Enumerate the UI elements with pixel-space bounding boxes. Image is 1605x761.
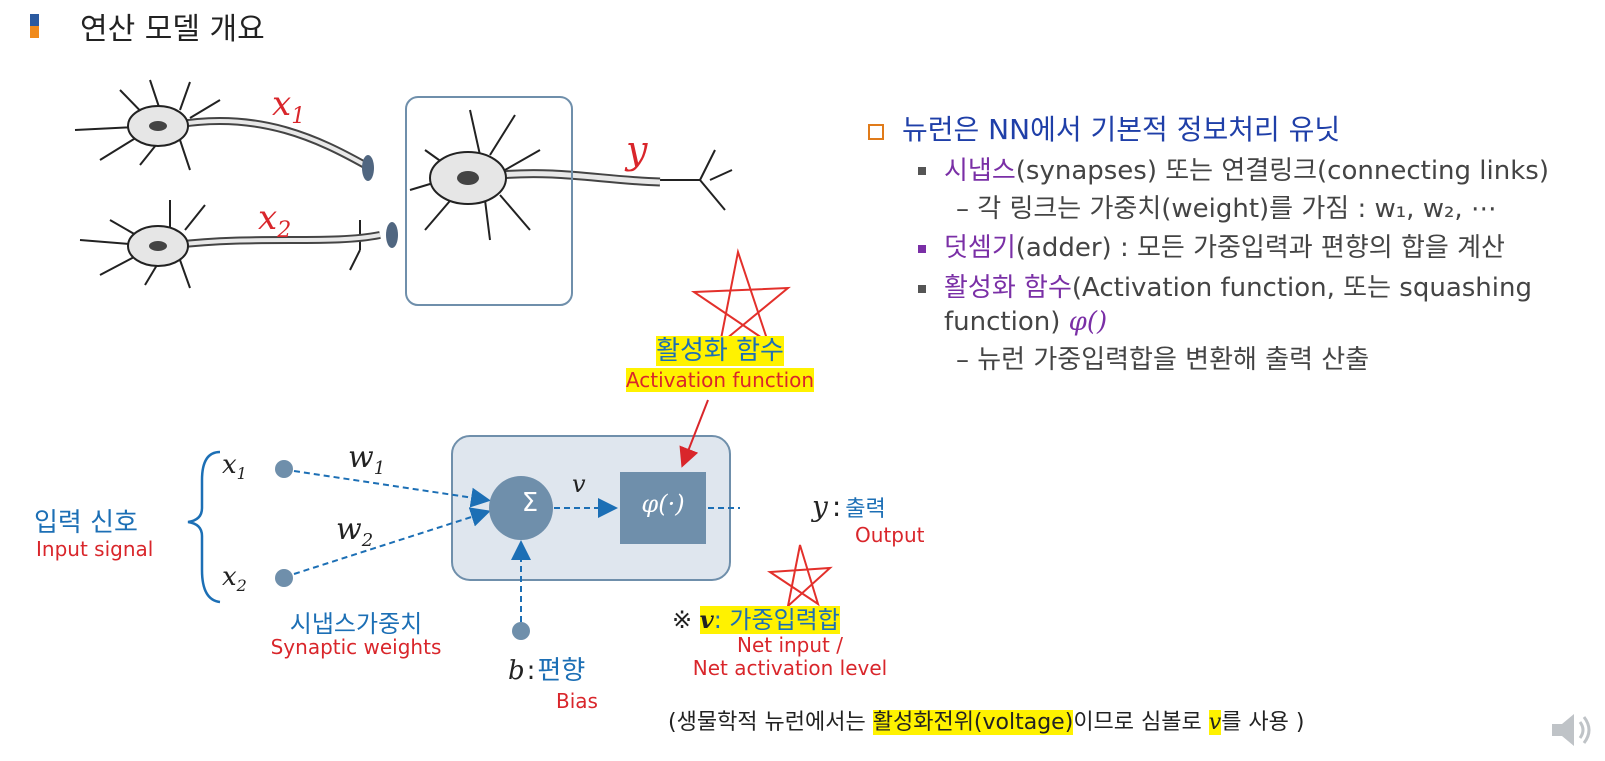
neuron-label-x1: x1	[272, 84, 306, 129]
activation-label: 활성화 함수	[656, 336, 784, 366]
model-input-x2: x2	[222, 562, 247, 596]
speaker-icon[interactable]	[1548, 708, 1598, 752]
list-item: 활성화 함수(Activation function, 또는 squashing…	[878, 272, 1588, 340]
input-signal-label: 입력 신호	[34, 508, 138, 538]
input-node-x2	[275, 569, 293, 587]
list-subitem: – 뉴런 가중입력합을 변환해 출력 산출	[956, 344, 1370, 375]
sum-node	[489, 476, 553, 540]
page-title: 연산 모델 개요	[80, 12, 265, 47]
voltage-note: (생물학적 뉴런에서는 활성화전위(voltage)이므로 심볼로 v를 사용 …	[668, 710, 1305, 735]
net-input-label: ※ v: 가중입력합	[672, 605, 840, 634]
neuron-label-x2: x2	[258, 198, 292, 243]
bias-label-en: Bias	[556, 689, 598, 713]
list-subitem: – 각 링크는 가중치(weight)를 가짐 : w₁, w₂, ⋯	[956, 193, 1497, 224]
biological-neuron-illustration	[74, 79, 733, 306]
weight-label-w2: w2	[336, 512, 374, 551]
activation-pointer-arrow	[679, 399, 709, 468]
square-bullet-icon	[918, 244, 926, 253]
output-label: y:출력	[812, 490, 886, 523]
neuron-model-diagram	[187, 399, 740, 640]
title-marker	[30, 14, 39, 38]
weights-label-en: Synaptic weights	[270, 635, 442, 659]
red-star-annotation	[690, 248, 791, 347]
square-bullet-icon	[918, 284, 926, 293]
bias-label: b:편향	[508, 656, 586, 686]
neuron-label-y: y	[626, 128, 648, 172]
input-node-x1	[275, 460, 293, 478]
v-label: v	[572, 470, 586, 498]
list-heading: 뉴런은 NN에서 기본적 정보처리 유닛	[868, 112, 1588, 149]
weight-label-w1: w1	[348, 440, 386, 479]
activation-label-en: Activation function	[625, 368, 815, 392]
net-input-label-en: Net input / Net activation level	[692, 633, 888, 680]
model-input-x1: x1	[222, 450, 247, 484]
output-label-en: Output	[855, 523, 925, 547]
square-bullet-icon	[918, 167, 926, 176]
list-item: 시냅스(synapses) 또는 연결링크(connecting links)	[878, 155, 1588, 189]
activation-box	[620, 472, 706, 544]
activation-phi: φ(·)	[641, 490, 685, 518]
bullet-icon	[868, 123, 884, 140]
description-list: 뉴런은 NN에서 기본적 정보처리 유닛 시냅스(synapses) 또는 연결…	[868, 112, 1588, 378]
input-signal-label-en: Input signal	[36, 537, 154, 561]
list-item: 덧셈기(adder) : 모든 가중입력과 편향의 합을 계산	[878, 232, 1588, 266]
bias-node	[512, 622, 530, 640]
input-brace	[187, 450, 221, 604]
weight-arrow-w1	[293, 470, 491, 508]
weights-label: 시냅스가중치	[289, 610, 423, 638]
red-star-annotation	[766, 544, 833, 609]
weight-arrow-w2	[293, 507, 491, 575]
sum-symbol: Σ	[521, 488, 539, 518]
